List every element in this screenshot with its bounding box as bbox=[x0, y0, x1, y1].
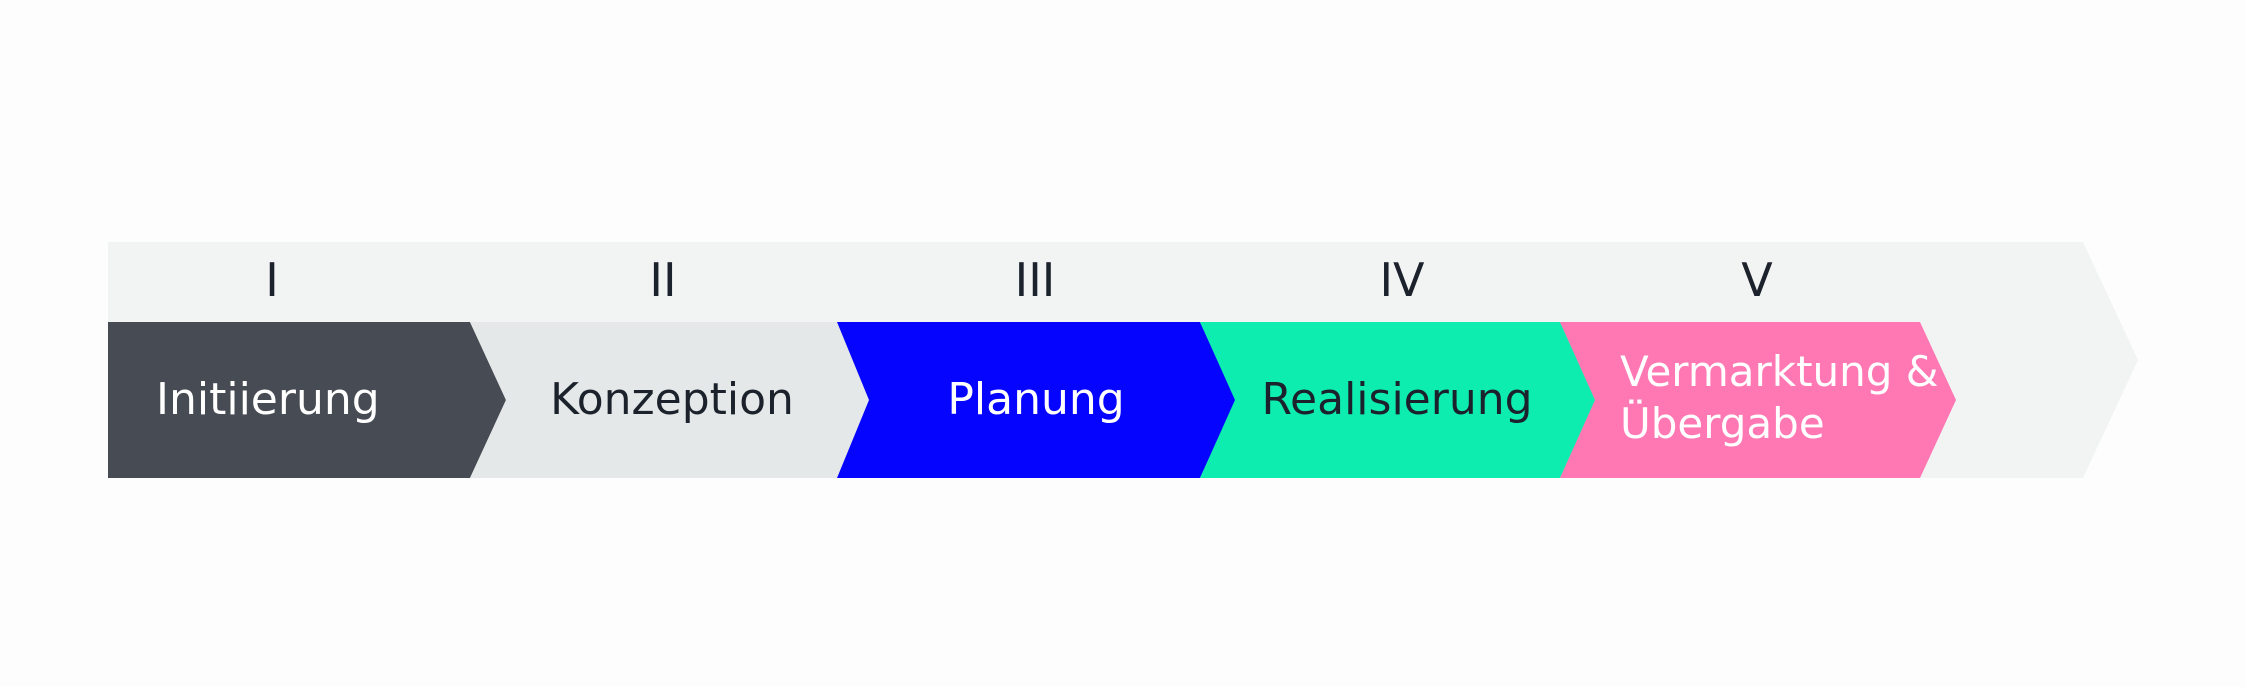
phase-numeral-realisierung: IV bbox=[1379, 253, 1425, 307]
phase-label-realisierung: Realisierung bbox=[1261, 374, 1532, 425]
phase-numeral-initiierung: I bbox=[265, 253, 279, 307]
phase-label-konzeption: Konzeption bbox=[550, 374, 794, 425]
phase-label-planung: Planung bbox=[947, 374, 1124, 425]
phase-chevron-realisierung bbox=[1200, 322, 1596, 478]
phase-label-line: Vermarktung & bbox=[1620, 347, 1939, 396]
phase-label-initiierung: Initiierung bbox=[156, 374, 380, 425]
phase-chevron-konzeption bbox=[470, 322, 873, 478]
phase-chevron-initiierung bbox=[108, 322, 506, 478]
phase-labels: Initiierung Konzeption Planung Realisierung… bbox=[156, 347, 1939, 448]
phase-label-vermarktung-uebergabe: Vermarktung &Übergabe bbox=[1620, 347, 1939, 448]
phase-chevron-vermarktung-uebergabe bbox=[1560, 322, 1956, 478]
phase-numeral-konzeption: II bbox=[649, 253, 676, 307]
phase-label-line: Übergabe bbox=[1620, 398, 1825, 448]
phase-numeral-planung: III bbox=[1015, 253, 1056, 307]
phase-chevron-planung bbox=[837, 322, 1236, 478]
phase-chevrons bbox=[108, 322, 1956, 478]
phase-numeral-vermarktung-uebergabe: V bbox=[1741, 253, 1773, 307]
